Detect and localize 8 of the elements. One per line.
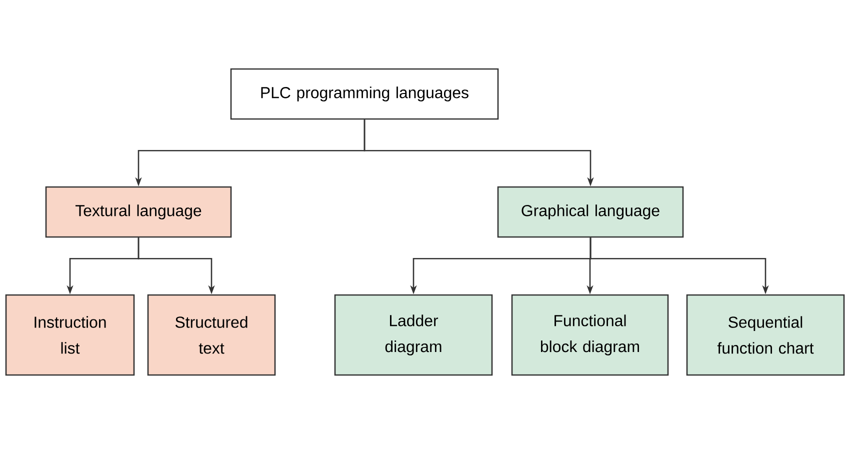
root-box: PLC programming languages <box>230 68 499 120</box>
language-box: Functional block diagram <box>511 294 669 376</box>
category-box: Graphical language <box>497 186 684 238</box>
language-box: Ladder diagram <box>334 294 493 376</box>
language-box: Sequential function chart <box>686 294 845 376</box>
language-box: Instruction list <box>5 294 135 376</box>
language-box: Structured text <box>147 294 276 376</box>
category-box: Textural language <box>45 186 232 238</box>
